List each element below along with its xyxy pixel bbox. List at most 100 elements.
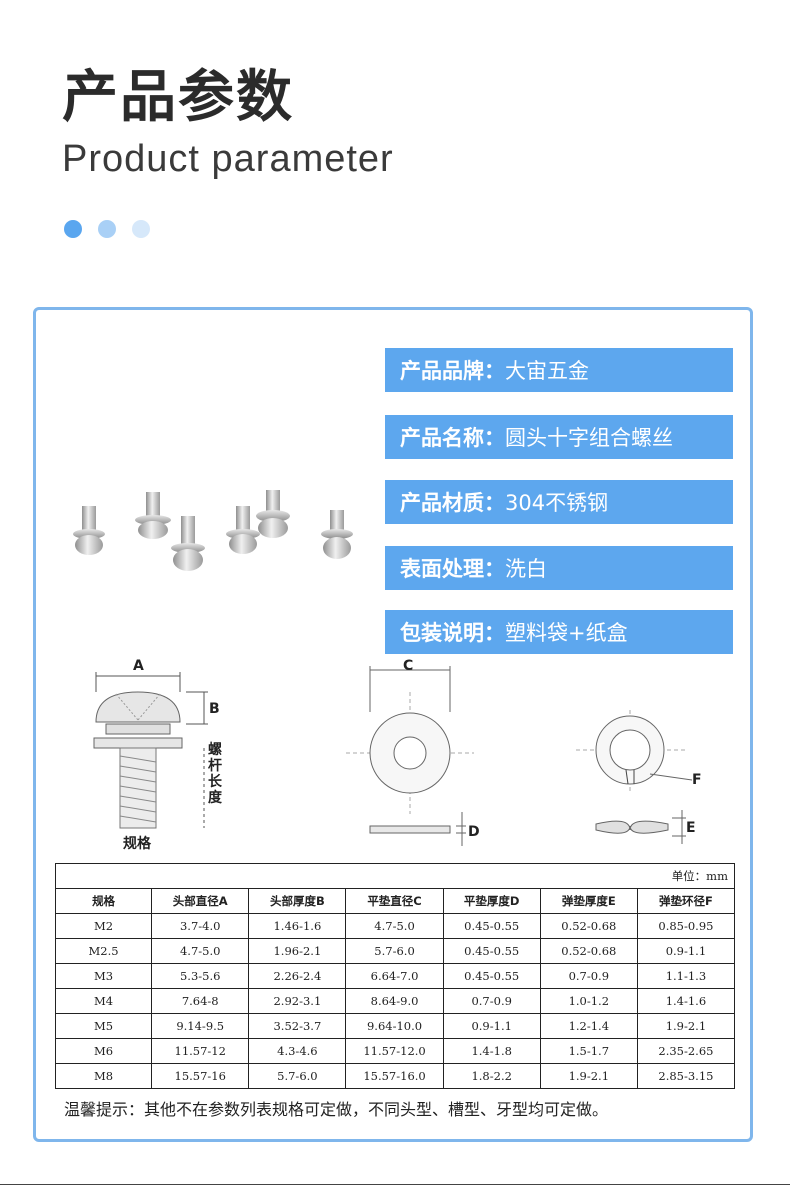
spring-washer-diagram [576, 710, 693, 844]
table-row: M4 7.64-8 2.92-3.1 8.64-9.0 0.7-0.9 1.0-… [54, 988, 736, 1014]
table-cell: 5.3-5.6 [151, 963, 250, 989]
flat-washer-diagram [346, 666, 474, 846]
table-cell: 0.45-0.55 [442, 938, 541, 964]
spec-key: 包装说明： [400, 621, 505, 645]
table-cell: M5 [54, 1013, 153, 1039]
decorative-dots [64, 220, 150, 238]
table-row: M6 11.57-12 4.3-4.6 11.57-12.0 1.4-1.8 1… [54, 1038, 736, 1064]
table-cell: 1.8-2.2 [442, 1063, 541, 1089]
label-spec: 规格 [123, 835, 152, 852]
table-cell: 5.7-6.0 [248, 1063, 347, 1089]
table-cell: 1.96-2.1 [248, 938, 347, 964]
spec-value: 圆头十字组合螺丝 [505, 426, 673, 450]
label-b: B [209, 701, 220, 717]
table-cell: 0.45-0.55 [442, 913, 541, 939]
table-cell: 1.2-1.4 [539, 1013, 638, 1039]
label-length-1: 螺 [208, 741, 222, 758]
label-f: F [692, 772, 702, 788]
table-cell: 11.57-12.0 [345, 1038, 444, 1064]
table-cell: M2.5 [54, 938, 153, 964]
table-cell: 8.64-9.0 [345, 988, 444, 1014]
table-cell: 0.7-0.9 [539, 963, 638, 989]
table-cell: 7.64-8 [151, 988, 250, 1014]
table-cell: M6 [54, 1038, 153, 1064]
table-header-row: 规格 头部直径A 头部厚度B 平垫直径C 平垫厚度D 弹垫厚度E 弹垫环径F [54, 888, 736, 914]
dot-icon [132, 220, 150, 238]
label-d: D [468, 824, 480, 840]
dot-icon [98, 220, 116, 238]
table-cell: 2.35-2.65 [636, 1038, 736, 1064]
table-cell: 4.7-5.0 [151, 938, 250, 964]
table-cell: 1.5-1.7 [539, 1038, 638, 1064]
screw-icon [171, 516, 205, 571]
label-c: C [403, 658, 413, 674]
table-cell: 0.52-0.68 [539, 913, 638, 939]
column-header: 弹垫厚度E [539, 888, 638, 914]
column-header: 弹垫环径F [636, 888, 736, 914]
dimension-diagrams: A B 螺 杆 长 度 规格 C D F E [93, 658, 702, 852]
spec-material: 产品材质：304不锈钢 [385, 480, 733, 524]
label-length-4: 度 [208, 789, 223, 806]
column-header: 平垫厚度D [442, 888, 541, 914]
spec-brand: 产品品牌：大宙五金 [385, 348, 733, 392]
spec-value: 塑料袋+纸盒 [505, 621, 628, 645]
table-cell: M4 [54, 988, 153, 1014]
table-cell: 0.85-0.95 [636, 913, 736, 939]
page-title: 产品参数 [62, 65, 294, 130]
spec-value: 洗白 [505, 557, 547, 581]
table-row: M2.5 4.7-5.0 1.96-2.1 5.7-6.0 0.45-0.55 … [54, 938, 736, 964]
table-cell: M3 [54, 963, 153, 989]
page-subtitle: Product parameter [62, 138, 394, 180]
spec-key: 表面处理： [400, 557, 505, 581]
table-cell: 1.0-1.2 [539, 988, 638, 1014]
spec-value: 大宙五金 [505, 359, 589, 383]
table-cell: 2.92-3.1 [248, 988, 347, 1014]
column-header: 平垫直径C [345, 888, 444, 914]
spec-name: 产品名称：圆头十字组合螺丝 [385, 415, 733, 459]
table-cell: 15.57-16 [151, 1063, 250, 1089]
table-cell: 4.7-5.0 [345, 913, 444, 939]
table-cell: 1.4-1.8 [442, 1038, 541, 1064]
table-cell: 6.64-7.0 [345, 963, 444, 989]
table-row: M3 5.3-5.6 2.26-2.4 6.64-7.0 0.45-0.55 0… [54, 963, 736, 989]
table-cell: 15.57-16.0 [345, 1063, 444, 1089]
table-row: M8 15.57-16 5.7-6.0 15.57-16.0 1.8-2.2 1… [54, 1063, 736, 1089]
screw-icon [321, 510, 353, 559]
custom-order-note: 温馨提示：其他不在参数列表规格可定做，不同头型、槽型、牙型均可定做。 [64, 1100, 609, 1119]
table-row: M2 3.7-4.0 1.46-1.6 4.7-5.0 0.45-0.55 0.… [54, 913, 736, 939]
screw-icon [135, 492, 171, 539]
table-body: M2 3.7-4.0 1.46-1.6 4.7-5.0 0.45-0.55 0.… [54, 913, 736, 1089]
spec-packaging: 包装说明：塑料袋+纸盒 [385, 610, 733, 654]
table-cell: 1.46-1.6 [248, 913, 347, 939]
screw-diagram [93, 672, 208, 829]
parameter-table: 单位：mm 规格 头部直径A 头部厚度B 平垫直径C 平垫厚度D 弹垫厚度E 弹… [54, 863, 736, 1089]
table-cell: 5.7-6.0 [345, 938, 444, 964]
label-length-3: 长 [208, 773, 223, 790]
table-cell: 0.7-0.9 [442, 988, 541, 1014]
divider [0, 1184, 790, 1185]
label-e: E [686, 820, 696, 836]
table-cell: 0.52-0.68 [539, 938, 638, 964]
spec-key: 产品品牌： [400, 359, 505, 383]
table-cell: 1.9-2.1 [539, 1063, 638, 1089]
table-cell: 3.52-3.7 [248, 1013, 347, 1039]
table-cell: 9.64-10.0 [345, 1013, 444, 1039]
label-a: A [133, 658, 144, 674]
table-cell: 2.26-2.4 [248, 963, 347, 989]
spec-key: 产品名称： [400, 426, 505, 450]
spec-value: 304不锈钢 [505, 491, 609, 515]
table-cell: M8 [54, 1063, 153, 1089]
unit-row: 单位：mm [55, 863, 735, 889]
screws-photo [73, 490, 353, 571]
table-cell: M2 [54, 913, 153, 939]
column-header: 头部直径A [151, 888, 250, 914]
table-cell: 9.14-9.5 [151, 1013, 250, 1039]
table-cell: 0.45-0.55 [442, 963, 541, 989]
table-cell: 11.57-12 [151, 1038, 250, 1064]
table-cell: 1.1-1.3 [636, 963, 736, 989]
column-header: 规格 [54, 888, 153, 914]
screw-icon [256, 490, 290, 538]
table-row: M5 9.14-9.5 3.52-3.7 9.64-10.0 0.9-1.1 1… [54, 1013, 736, 1039]
table-cell: 0.9-1.1 [442, 1013, 541, 1039]
table-cell: 1.4-1.6 [636, 988, 736, 1014]
